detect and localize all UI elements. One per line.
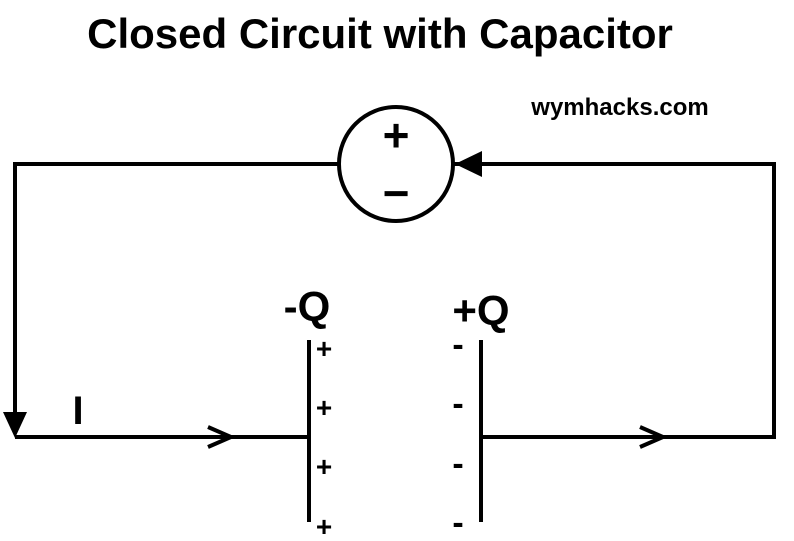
voltage-source-negative-symbol: − <box>383 167 410 219</box>
voltage-source: + − <box>337 105 455 223</box>
capacitor-right-charge-label: +Q <box>452 287 509 334</box>
voltage-source-circle <box>337 105 455 223</box>
right-plate-sign: - <box>452 385 463 423</box>
left-plate-sign: + <box>316 392 332 423</box>
wire-bottom-right-chevron <box>639 425 669 449</box>
left-plate-sign: + <box>316 451 332 482</box>
capacitor-left-charge-label: -Q <box>284 283 331 330</box>
wire-bottom-left-chevron <box>207 425 237 449</box>
left-plate-sign: + <box>316 511 332 541</box>
wire-left-arrowhead <box>3 412 27 438</box>
right-plate-sign: - <box>452 445 463 483</box>
left-plate-signs: + + + + <box>316 333 332 541</box>
right-plate-signs: - - - - <box>452 326 463 541</box>
left-plate-sign: + <box>316 333 332 364</box>
voltage-source-positive-symbol: + <box>383 109 410 161</box>
current-label: I <box>72 389 83 433</box>
wire-top-arrowhead <box>455 151 482 177</box>
right-plate-sign: - <box>452 326 463 364</box>
diagram-title: Closed Circuit with Capacitor <box>87 10 673 57</box>
watermark-text: wymhacks.com <box>530 94 708 121</box>
right-plate-sign: - <box>452 504 463 541</box>
